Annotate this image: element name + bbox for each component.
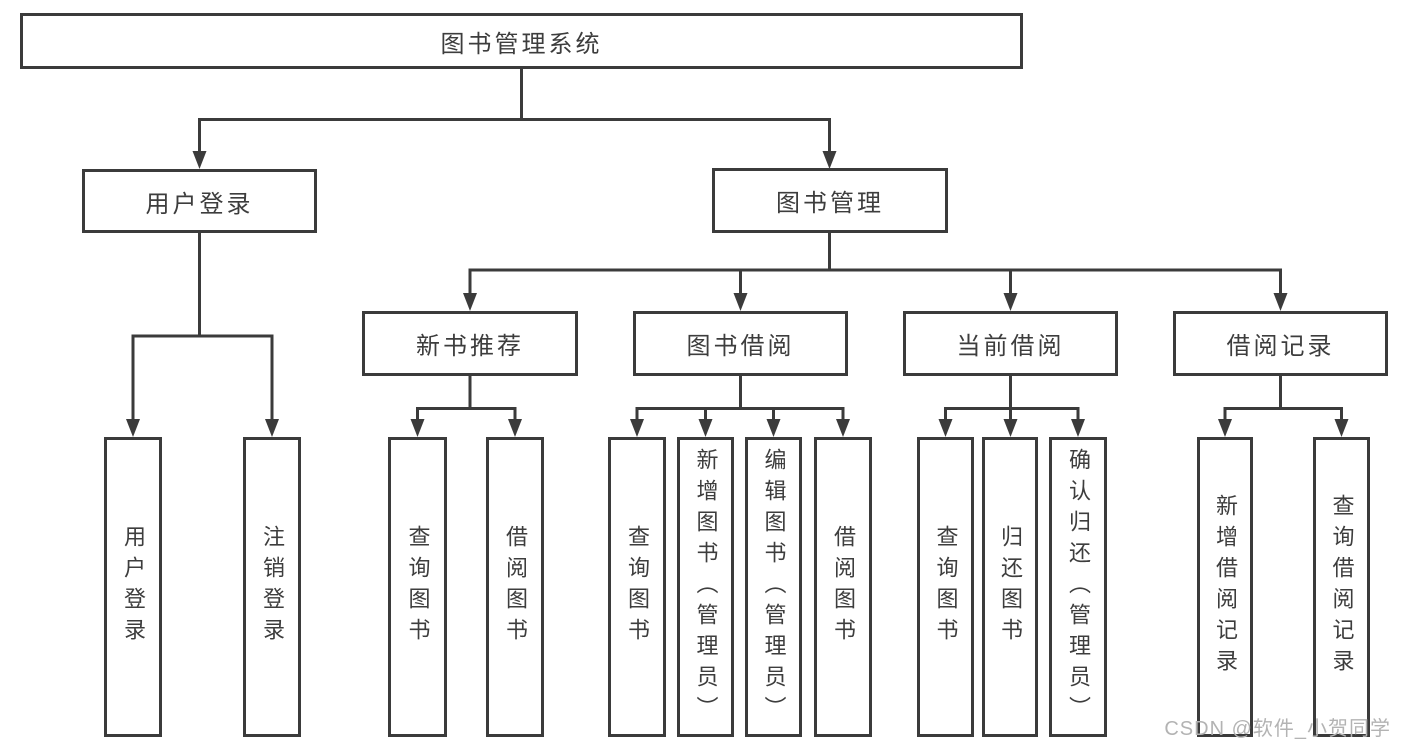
arrow-down-icon <box>1003 419 1018 437</box>
arrow-down-icon <box>630 419 644 437</box>
arrow-down-icon <box>836 419 850 437</box>
arrow-down-icon <box>410 419 425 437</box>
leaf-query-books-borrow: 查询图书 <box>608 437 666 737</box>
leaf-edit-books-admin: 编辑图书（管理员） <box>745 437 802 737</box>
node-book-borrow: 图书借阅 <box>633 311 848 376</box>
arrow-down-icon <box>1334 419 1349 437</box>
connector-path <box>944 376 1080 423</box>
leaf-borrow-books-recommend: 借阅图书 <box>486 437 544 737</box>
leaf-logout: 注销登录 <box>243 437 301 737</box>
leaf-query-borrow-record: 查询借阅记录 <box>1313 437 1370 737</box>
leaf-label: 借阅图书 <box>831 525 856 649</box>
leaf-query-books-current: 查询图书 <box>917 437 974 737</box>
leaf-borrow-books: 借阅图书 <box>814 437 872 737</box>
connector-path <box>1223 376 1343 423</box>
node-new-book-recommend: 新书推荐 <box>362 311 578 376</box>
connector-path <box>635 376 845 423</box>
node-user-login: 用户登录 <box>82 169 317 233</box>
leaf-label: 用户登录 <box>121 525 146 649</box>
connector-path <box>468 233 1282 297</box>
arrow-down-icon <box>1273 293 1288 311</box>
node-library-system: 图书管理系统 <box>20 13 1023 69</box>
arrow-down-icon <box>192 151 207 169</box>
arrow-down-icon <box>698 419 713 437</box>
leaf-label: 归还图书 <box>998 525 1023 649</box>
node-borrow-records: 借阅记录 <box>1173 311 1388 376</box>
arrow-down-icon <box>938 419 953 437</box>
node-book-management: 图书管理 <box>712 168 948 233</box>
leaf-user-login: 用户登录 <box>104 437 162 737</box>
leaf-add-borrow-record: 新增借阅记录 <box>1197 437 1253 737</box>
leaf-label: 编辑图书（管理员） <box>761 447 787 727</box>
leaf-confirm-return-admin: 确认归还（管理员） <box>1049 437 1107 737</box>
leaf-query-books-recommend: 查询图书 <box>388 437 447 737</box>
connector-path <box>131 233 274 423</box>
connector-path <box>416 376 517 423</box>
leaf-label: 查询图书 <box>405 525 431 649</box>
leaf-label: 查询图书 <box>625 525 650 649</box>
arrow-down-icon <box>766 419 781 437</box>
arrow-down-icon <box>733 293 748 311</box>
csdn-watermark: CSDN @软件_小贺同学 <box>1164 718 1391 740</box>
leaf-label: 查询借阅记录 <box>1329 494 1355 680</box>
node-current-borrow: 当前借阅 <box>903 311 1118 376</box>
connector-path <box>198 69 831 153</box>
leaf-label: 新增借阅记录 <box>1213 494 1238 680</box>
arrow-down-icon <box>265 419 279 437</box>
arrow-down-icon <box>822 151 837 169</box>
arrow-down-icon <box>1071 419 1085 437</box>
arrow-down-icon <box>126 419 140 437</box>
leaf-return-books: 归还图书 <box>982 437 1038 737</box>
leaf-label: 新增图书（管理员） <box>693 447 719 727</box>
leaf-label: 注销登录 <box>260 525 285 649</box>
arrow-down-icon <box>463 293 477 311</box>
leaf-label: 查询图书 <box>933 525 959 649</box>
arrow-down-icon <box>1003 293 1018 311</box>
leaf-add-books-admin: 新增图书（管理员） <box>677 437 734 737</box>
leaf-label: 借阅图书 <box>503 525 528 649</box>
leaf-label: 确认归还（管理员） <box>1066 447 1091 727</box>
arrow-down-icon <box>508 419 522 437</box>
arrow-down-icon <box>1218 419 1232 437</box>
